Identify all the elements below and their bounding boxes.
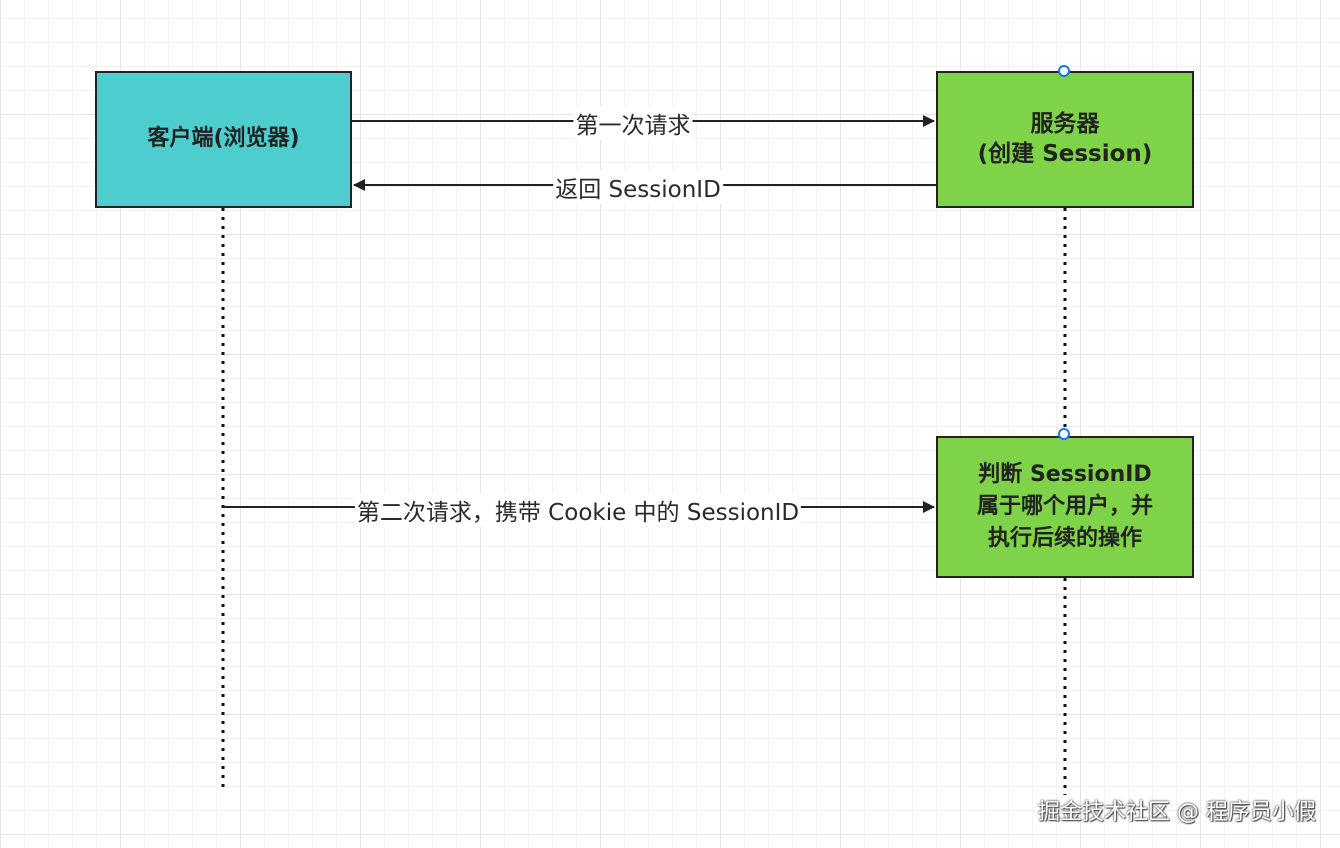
connection-point-handle[interactable] xyxy=(1058,428,1070,440)
connection-point-handle[interactable] xyxy=(1058,65,1070,77)
check-label-line3: 执行后续的操作 xyxy=(987,525,1142,551)
server-label-line2: (创建 Session) xyxy=(977,140,1153,167)
first-request-label: 第一次请求 xyxy=(573,106,693,140)
server-label-line1: 服务器 xyxy=(1030,110,1100,137)
server-box[interactable]: 服务器 (创建 Session) xyxy=(936,71,1194,208)
client-box[interactable]: 客户端(浏览器) xyxy=(95,71,352,208)
return-session-label: 返回 SessionID xyxy=(553,170,723,204)
second-request-label: 第二次请求，携带 Cookie 中的 SessionID xyxy=(354,493,802,527)
session-check-box[interactable]: 判断 SessionID 属于哪个用户，并 执行后续的操作 xyxy=(936,436,1194,578)
client-label: 客户端(浏览器) xyxy=(147,126,300,152)
check-label-line1: 判断 SessionID xyxy=(978,462,1152,488)
watermark: 掘金技术社区 @ 程序员小假 xyxy=(1038,800,1316,825)
check-label-line2: 属于哪个用户，并 xyxy=(976,494,1153,520)
